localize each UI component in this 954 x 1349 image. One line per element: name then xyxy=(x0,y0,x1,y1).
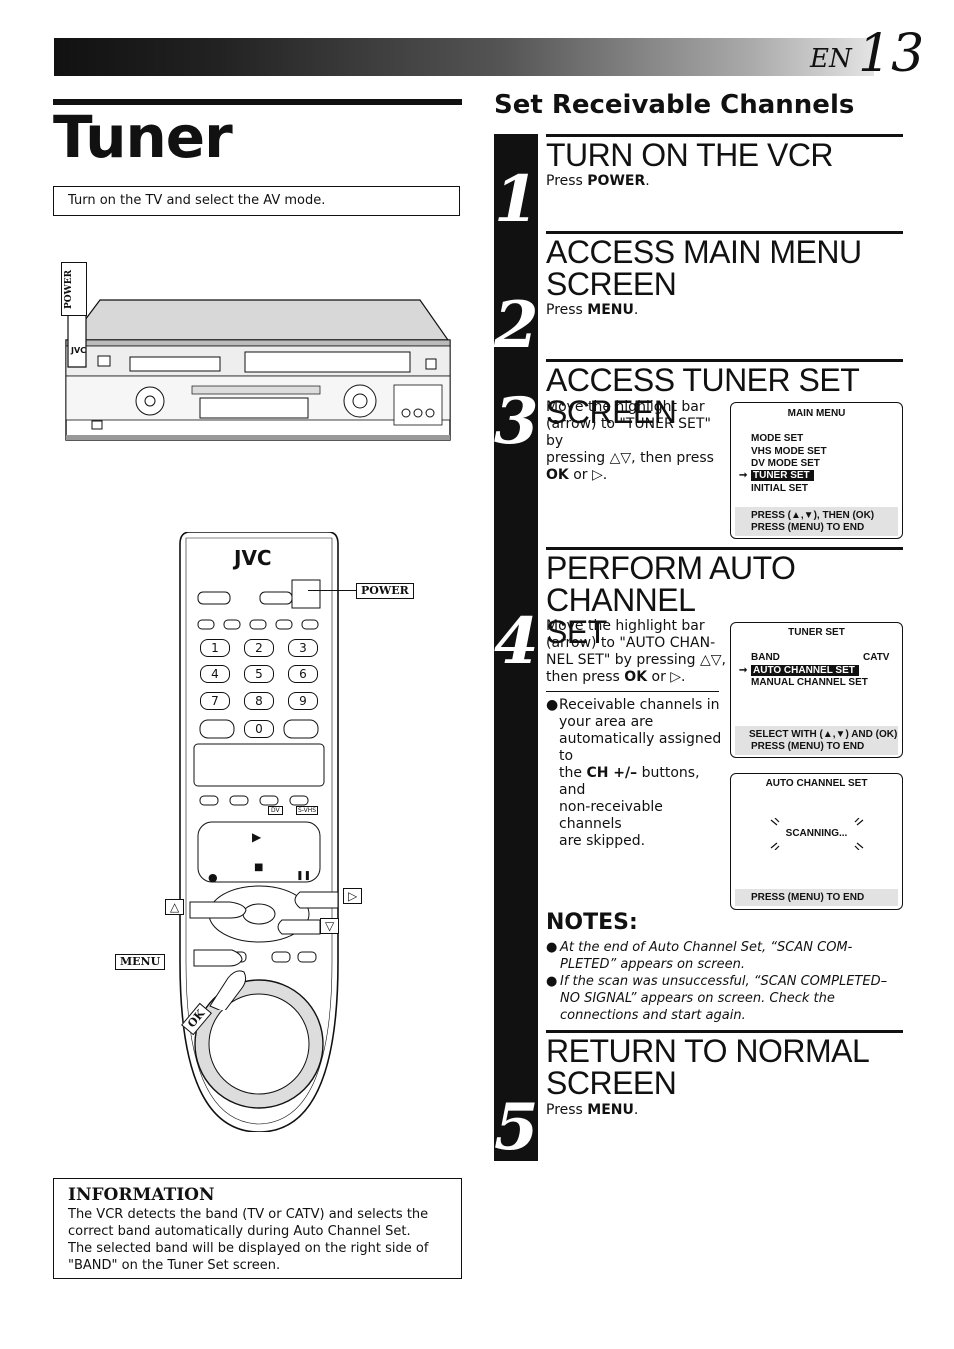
menu-item: VHS MODE SET xyxy=(751,446,827,457)
dv-label: DV xyxy=(268,806,283,815)
step-4-divider xyxy=(546,691,719,692)
band-value: CATV xyxy=(863,652,890,663)
key-6[interactable]: 6 xyxy=(288,665,318,683)
step-number-1: 1 xyxy=(494,162,539,237)
step-2-rule xyxy=(546,231,903,234)
main-menu-footer: PRESS (▲,▼), THEN (OK)PRESS (MENU) TO EN… xyxy=(735,507,898,536)
bullet-icon: ● xyxy=(546,940,558,955)
step-3-heading: ACCESS TUNER SET SCREEN xyxy=(546,362,859,430)
bullet-icon: ● xyxy=(546,974,558,989)
information-text: The VCR detects the band (TV or CATV) an… xyxy=(68,1206,447,1274)
key-8[interactable]: 8 xyxy=(244,692,274,710)
highlighted-menu-item: TUNER SET xyxy=(751,470,814,481)
vcr-brand: JVC xyxy=(71,346,87,355)
step-1-body: Press POWER. xyxy=(546,173,650,189)
vcr-illustration xyxy=(65,299,451,441)
information-line: The selected band will be displayed on t… xyxy=(68,1241,429,1256)
header-band xyxy=(54,38,874,76)
information-line: correct band automatically during Auto C… xyxy=(68,1224,411,1239)
page-number: 13 xyxy=(858,24,925,84)
step-4-bullet: ● Receivable channels in your area are a… xyxy=(546,697,722,849)
section-title: Set Receivable Channels xyxy=(494,90,855,120)
play-icon[interactable]: ▶ xyxy=(252,830,262,844)
menu-item: MANUAL CHANNEL SET xyxy=(751,677,868,688)
vcr-power-label: POWER xyxy=(64,269,74,309)
pointing-hands xyxy=(189,891,339,1010)
step-4-rule xyxy=(546,547,903,550)
down-arrow-tag: ▽ xyxy=(320,918,340,934)
remote-brand: JVC xyxy=(234,546,272,570)
menu-tag: MENU xyxy=(115,954,166,970)
step-5-body: Press MENU. xyxy=(546,1102,639,1118)
highlighted-menu-item: AUTO CHANNEL SET xyxy=(751,665,859,676)
main-menu-title: MAIN MENU xyxy=(787,408,846,419)
highlight-arrow-icon: ➞ xyxy=(739,665,748,676)
step-number-bar: 1 2 3 4 5 xyxy=(494,134,539,1165)
intro-note: Turn on the TV and select the AV mode. xyxy=(53,186,460,216)
step-number-5: 5 xyxy=(494,1090,539,1165)
key-3[interactable]: 3 xyxy=(288,639,318,657)
vcr-power-tag: POWER xyxy=(61,262,87,316)
key-5[interactable]: 5 xyxy=(244,665,274,683)
auto-channel-screen: AUTO CHANNEL SET SCANNING... PRESS (MENU… xyxy=(730,773,903,910)
step-2-body: Press MENU. xyxy=(546,302,639,318)
tuner-set-screen: TUNER SET BAND CATV ➞ AUTO CHANNEL SET M… xyxy=(730,622,903,758)
key-0[interactable]: 0 xyxy=(244,720,274,738)
notes-title: NOTES: xyxy=(546,910,638,935)
information-title: INFORMATION xyxy=(68,1185,215,1205)
remote-power-tag: POWER xyxy=(356,583,414,599)
band-label: BAND xyxy=(751,652,780,663)
step-number-4: 4 xyxy=(494,604,539,679)
highlight-arrow-icon: ➞ xyxy=(739,470,748,481)
page-title: Tuner xyxy=(53,103,233,171)
key-1[interactable]: 1 xyxy=(200,639,230,657)
language-code: EN xyxy=(810,44,852,74)
menu-item: DV MODE SET xyxy=(751,458,820,469)
right-arrow-tag: ▷ xyxy=(343,888,363,904)
note-item: ● At the end of Auto Channel Set, “SCAN … xyxy=(546,940,853,972)
svhs-label: S-VHS xyxy=(296,806,319,815)
step-5-rule xyxy=(546,1030,903,1033)
tuner-set-footer: SELECT WITH (▲,▼) AND (OK)PRESS (MENU) T… xyxy=(735,726,898,755)
information-line: The VCR detects the band (TV or CATV) an… xyxy=(68,1207,429,1222)
key-4[interactable]: 4 xyxy=(200,665,230,683)
bullet-icon: ● xyxy=(546,697,559,713)
step-3-rule xyxy=(546,359,903,362)
scanning-status: SCANNING... xyxy=(785,828,848,839)
main-menu-screen: MAIN MENU MODE SET VHS MODE SET DV MODE … xyxy=(730,402,903,539)
step-4-body: Move the highlight bar (arrow) to "AUTO … xyxy=(546,618,726,685)
step-1-rule xyxy=(546,134,903,137)
auto-channel-footer: PRESS (MENU) TO END xyxy=(735,889,898,906)
key-2[interactable]: 2 xyxy=(244,639,274,657)
step-number-2: 2 xyxy=(494,288,539,363)
note-item: ● If the scan was unsuccessful, “SCAN CO… xyxy=(546,974,888,1023)
key-9[interactable]: 9 xyxy=(288,692,318,710)
remote-illustration: JVC 1 2 3 4 5 6 7 8 9 0 DV S-VHS ▶ ■ ● ❚… xyxy=(178,532,340,1132)
scanning-spinner-icon xyxy=(770,818,864,850)
title-rule xyxy=(53,99,462,105)
step-number-3: 3 xyxy=(494,384,539,459)
step-3-body: Move the highlight bar (arrow) to "TUNER… xyxy=(546,399,714,483)
pause-icon[interactable]: ❚❚ xyxy=(296,871,312,881)
step-1-heading: TURN ON THE VCR xyxy=(546,137,834,173)
menu-item: MODE SET xyxy=(751,433,804,444)
record-icon[interactable]: ● xyxy=(208,871,218,884)
information-line: "BAND" on the Tuner Set screen. xyxy=(68,1258,281,1273)
tuner-set-title: TUNER SET xyxy=(788,627,845,638)
stop-icon[interactable]: ■ xyxy=(254,862,264,873)
key-7[interactable]: 7 xyxy=(200,692,230,710)
power-leader-line xyxy=(308,590,356,591)
up-arrow-tag: △ xyxy=(165,899,185,915)
auto-channel-title: AUTO CHANNEL SET xyxy=(765,778,868,789)
menu-item: INITIAL SET xyxy=(751,483,809,494)
information-box: INFORMATION The VCR detects the band (TV… xyxy=(53,1178,462,1279)
